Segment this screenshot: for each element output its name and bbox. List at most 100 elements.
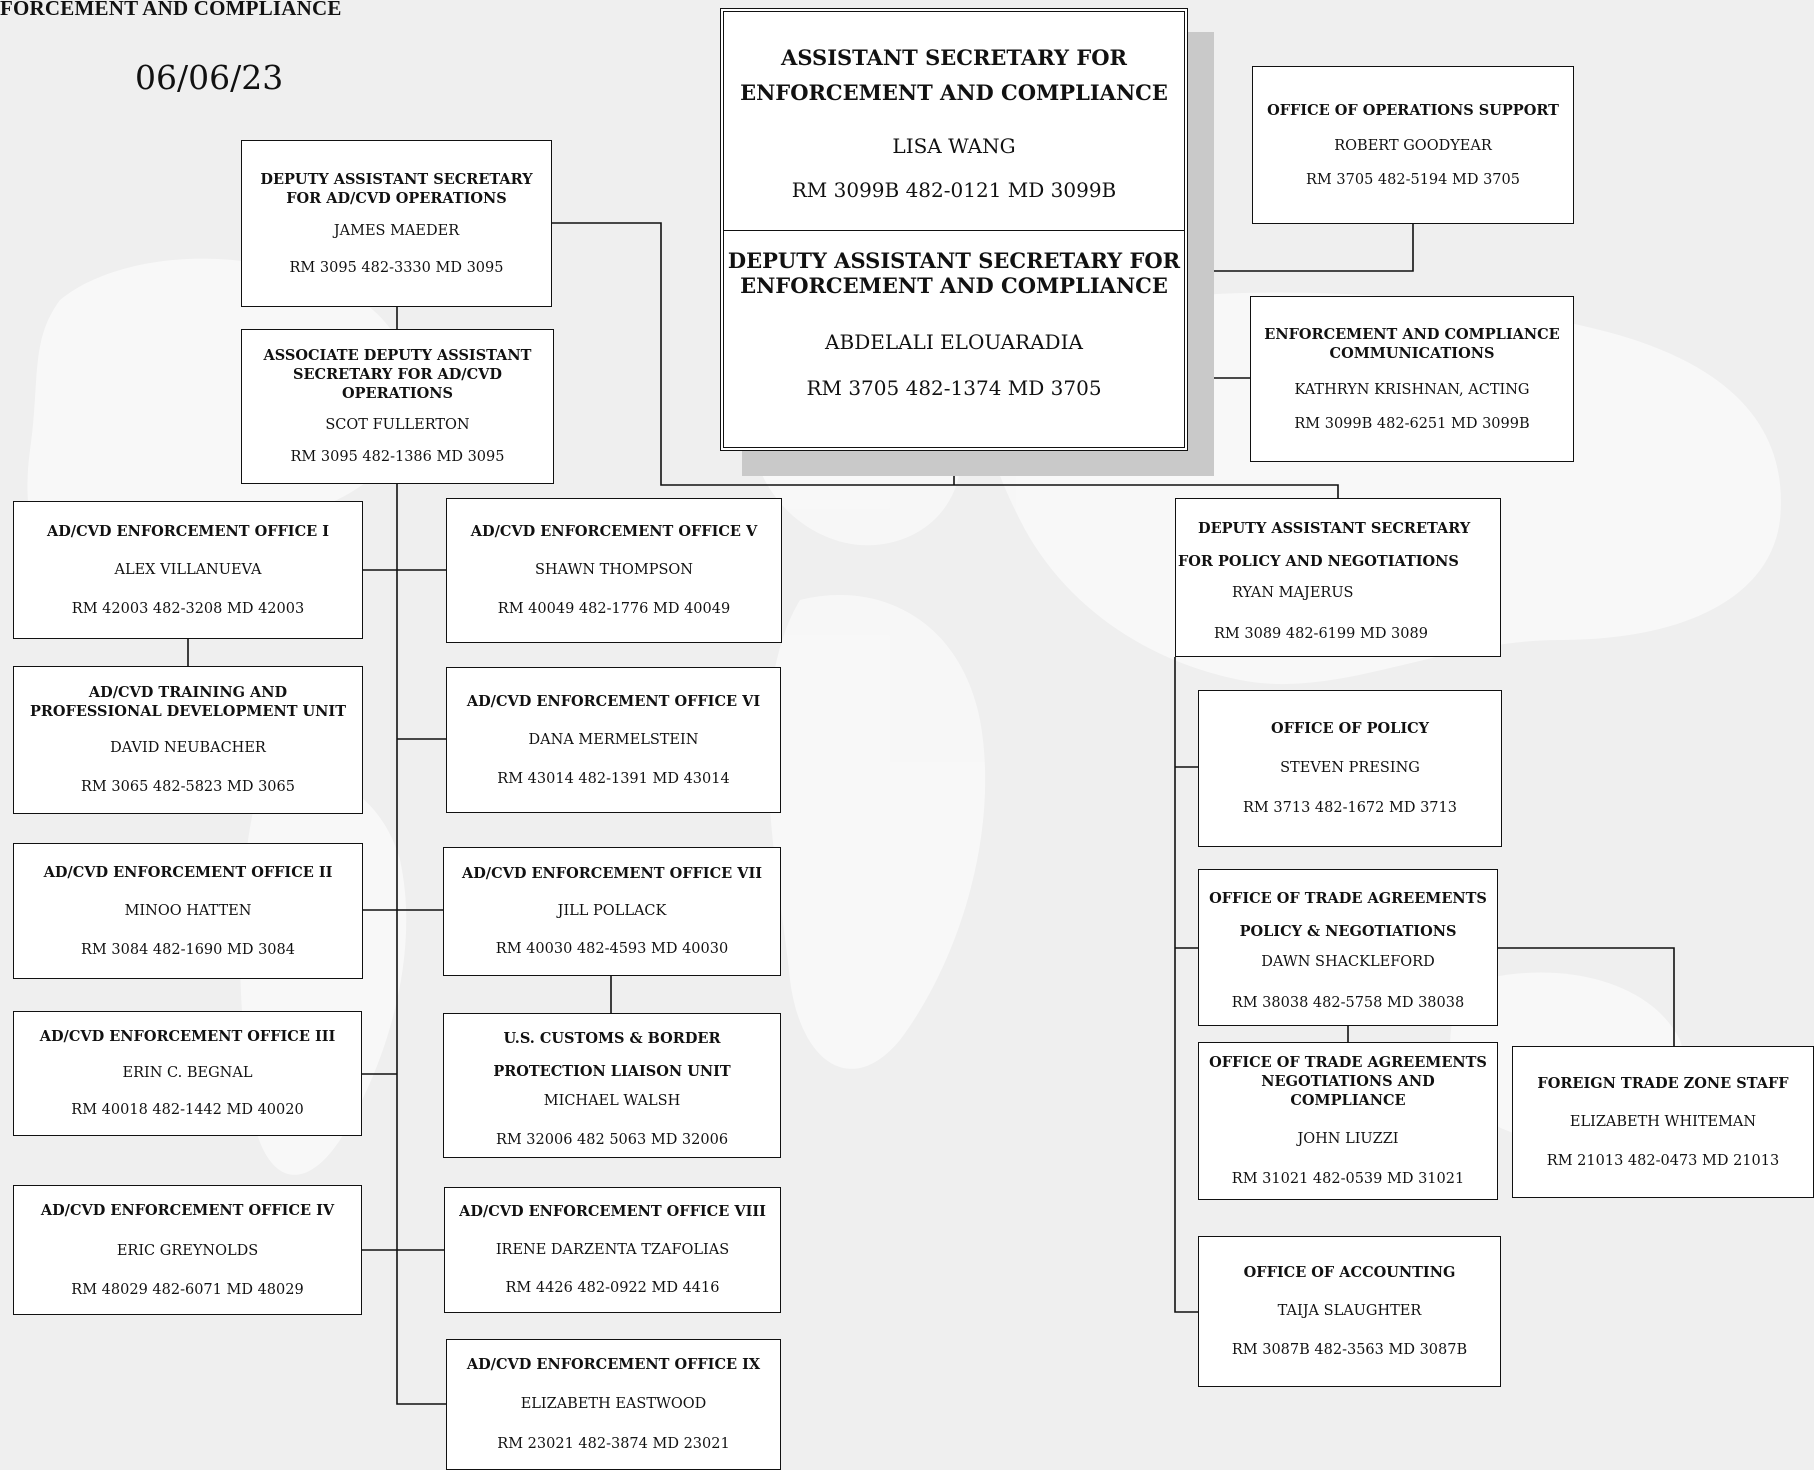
box-title: OFFICE OF POLICY bbox=[1270, 720, 1430, 737]
box-room: RM 3065 482-5823 MD 3065 bbox=[81, 779, 295, 795]
box-name: ERIC GREYNOLDS bbox=[116, 1242, 259, 1259]
box-title: OFFICE OF OPERATIONS SUPPORT bbox=[1267, 101, 1559, 119]
box-name: SCOT FULLERTON bbox=[325, 417, 470, 433]
box-name: TAIJA SLAUGHTER bbox=[1277, 1303, 1422, 1319]
associate-das-adcvd-box: ASSOCIATE DEPUTY ASSISTANT SECRETARY FOR… bbox=[241, 329, 554, 484]
foreign-trade-zone-staff-box: FOREIGN TRADE ZONE STAFF ELIZABETH WHITE… bbox=[1512, 1046, 1814, 1198]
box-room: RM 40030 482-4593 MD 40030 bbox=[495, 941, 729, 957]
box-title-line2: PROFESSIONAL DEVELOPMENT UNIT bbox=[29, 703, 347, 720]
box-room: RM 3087B 482-3563 MD 3087B bbox=[1231, 1342, 1468, 1358]
box-title-line1: AD/CVD TRAINING AND bbox=[88, 684, 288, 701]
box-room: RM 23021 482-3874 MD 23021 bbox=[497, 1436, 730, 1452]
box-name: JILL POLLACK bbox=[557, 903, 667, 919]
box-room: RM 3095 482-1386 MD 3095 bbox=[290, 449, 505, 465]
box-title-line1: DEPUTY ASSISTANT SECRETARY bbox=[1198, 519, 1471, 537]
box-name: STEVEN PRESING bbox=[1280, 760, 1420, 776]
adcvd-office-8-box: AD/CVD ENFORCEMENT OFFICE VIII IRENE DAR… bbox=[444, 1187, 781, 1313]
box-room: RM 40049 482-1776 MD 40049 bbox=[497, 601, 731, 617]
front-office-box: ASSISTANT SECRETARY FOR ENFORCEMENT AND … bbox=[720, 8, 1188, 451]
box-room: RM 32006 482 5063 MD 32006 bbox=[495, 1131, 729, 1148]
das-policy-negotiations-box: DEPUTY ASSISTANT SECRETARY FOR POLICY AN… bbox=[1175, 498, 1501, 657]
das-name: ABDELALI ELOUARADIA bbox=[825, 330, 1083, 354]
as-title-line2: ENFORCEMENT AND COMPLIANCE bbox=[740, 80, 1168, 105]
box-room: RM 42003 482-3208 MD 42003 bbox=[71, 600, 305, 617]
box-name: DAWN SHACKLEFORD bbox=[1261, 954, 1435, 970]
office-trade-agreements-negotiations-compliance-box: OFFICE OF TRADE AGREEMENTS NEGOTIATIONS … bbox=[1198, 1042, 1498, 1200]
box-title-line2: FOR AD/CVD OPERATIONS bbox=[286, 189, 507, 207]
das-adcvd-operations-box: DEPUTY ASSISTANT SECRETARY FOR AD/CVD OP… bbox=[241, 140, 552, 307]
deputy-assistant-secretary-section: DEPUTY ASSISTANT SECRETARY FOR ENFORCEME… bbox=[724, 248, 1184, 400]
box-name: JOHN LIUZZI bbox=[1297, 1131, 1399, 1147]
box-title-line2: COMMUNICATIONS bbox=[1329, 344, 1495, 362]
box-name: SHAWN THOMPSON bbox=[535, 562, 693, 578]
box-name: MINOO HATTEN bbox=[124, 902, 252, 919]
box-room: RM 3713 482-1672 MD 3713 bbox=[1243, 800, 1457, 816]
box-room: RM 40018 482-1442 MD 40020 bbox=[71, 1102, 304, 1118]
office-of-operations-support-box: OFFICE OF OPERATIONS SUPPORT ROBERT GOOD… bbox=[1252, 66, 1574, 224]
as-room: RM 3099B 482-0121 MD 3099B bbox=[791, 178, 1117, 202]
box-title: AD/CVD ENFORCEMENT OFFICE VIII bbox=[459, 1203, 766, 1220]
box-room: RM 43014 482-1391 MD 43014 bbox=[497, 770, 730, 787]
box-name: KATHRYN KRISHNAN, ACTING bbox=[1294, 381, 1530, 398]
top-box-divider bbox=[724, 230, 1184, 231]
box-room: RM 3089 482-6199 MD 3089 bbox=[1214, 625, 1428, 642]
office-trade-agreements-policy-negotiations-box: OFFICE OF TRADE AGREEMENTS POLICY & NEGO… bbox=[1198, 869, 1498, 1026]
box-name: DAVID NEUBACHER bbox=[110, 740, 266, 756]
box-title: AD/CVD ENFORCEMENT OFFICE IX bbox=[466, 1356, 761, 1373]
box-title-line2: FOR POLICY AND NEGOTIATIONS bbox=[1178, 552, 1459, 570]
box-title: OFFICE OF ACCOUNTING bbox=[1243, 1264, 1456, 1281]
adcvd-training-unit-box: AD/CVD TRAINING AND PROFESSIONAL DEVELOP… bbox=[13, 666, 363, 814]
as-title-line1: ASSISTANT SECRETARY FOR bbox=[781, 45, 1127, 70]
adcvd-office-5-box: AD/CVD ENFORCEMENT OFFICE V SHAWN THOMPS… bbox=[446, 498, 782, 643]
adcvd-office-3-box: AD/CVD ENFORCEMENT OFFICE III ERIN C. BE… bbox=[13, 1011, 362, 1136]
as-name: LISA WANG bbox=[892, 134, 1016, 158]
adcvd-office-1-box: AD/CVD ENFORCEMENT OFFICE I ALEX VILLANU… bbox=[13, 501, 363, 639]
adcvd-office-9-box: AD/CVD ENFORCEMENT OFFICE IX ELIZABETH E… bbox=[446, 1339, 781, 1470]
box-room: RM 3099B 482-6251 MD 3099B bbox=[1294, 415, 1530, 432]
box-name: JAMES MAEDER bbox=[333, 222, 460, 239]
box-title-line1: OFFICE OF TRADE AGREEMENTS bbox=[1209, 1054, 1487, 1071]
box-room: RM 31021 482-0539 MD 31021 bbox=[1231, 1171, 1465, 1187]
box-title: AD/CVD ENFORCEMENT OFFICE III bbox=[39, 1028, 336, 1045]
adcvd-office-6-box: AD/CVD ENFORCEMENT OFFICE VI DANA MERMEL… bbox=[446, 667, 781, 813]
box-title: AD/CVD ENFORCEMENT OFFICE V bbox=[470, 523, 758, 540]
box-title-line1: DEPUTY ASSISTANT SECRETARY bbox=[260, 170, 533, 188]
box-name: RYAN MAJERUS bbox=[1232, 584, 1354, 601]
adcvd-office-4-box: AD/CVD ENFORCEMENT OFFICE IV ERIC GREYNO… bbox=[13, 1185, 362, 1315]
box-title-line2: PROTECTION LIAISON UNIT bbox=[493, 1062, 731, 1080]
box-title-line2: POLICY & NEGOTIATIONS bbox=[1239, 923, 1457, 940]
box-name: IRENE DARZENTA TZAFOLIAS bbox=[495, 1242, 730, 1258]
box-title: FOREIGN TRADE ZONE STAFF bbox=[1537, 1074, 1789, 1092]
office-of-accounting-box: OFFICE OF ACCOUNTING TAIJA SLAUGHTER RM … bbox=[1198, 1236, 1501, 1387]
assistant-secretary-section: ASSISTANT SECRETARY FOR ENFORCEMENT AND … bbox=[724, 40, 1184, 202]
box-title: AD/CVD ENFORCEMENT OFFICE VI bbox=[466, 692, 761, 710]
page-heading: FORCEMENT AND COMPLIANCE bbox=[0, 0, 342, 20]
box-title-line2: SECRETARY FOR AD/CVD bbox=[293, 366, 502, 383]
das-title-line1: DEPUTY ASSISTANT SECRETARY FOR bbox=[727, 248, 1181, 273]
box-title: AD/CVD ENFORCEMENT OFFICE II bbox=[43, 863, 333, 881]
box-title-line1: OFFICE OF TRADE AGREEMENTS bbox=[1209, 890, 1487, 907]
office-of-policy-box: OFFICE OF POLICY STEVEN PRESING RM 3713 … bbox=[1198, 690, 1502, 847]
box-title: AD/CVD ENFORCEMENT OFFICE IV bbox=[40, 1201, 335, 1219]
box-room: RM 38038 482-5758 MD 38038 bbox=[1231, 995, 1465, 1011]
box-name: ROBERT GOODYEAR bbox=[1334, 137, 1492, 154]
box-room: RM 3705 482-5194 MD 3705 bbox=[1306, 171, 1520, 188]
box-room: RM 3095 482-3330 MD 3095 bbox=[289, 259, 504, 276]
box-name: ALEX VILLANUEVA bbox=[114, 561, 262, 578]
das-title-line2: ENFORCEMENT AND COMPLIANCE bbox=[740, 273, 1168, 298]
box-title: AD/CVD ENFORCEMENT OFFICE I bbox=[46, 522, 330, 540]
box-title-line3: OPERATIONS bbox=[341, 385, 454, 402]
box-title-line1: U.S. CUSTOMS & BORDER bbox=[503, 1029, 721, 1047]
chart-date: 06/06/23 bbox=[135, 58, 284, 97]
box-name: DANA MERMELSTEIN bbox=[528, 731, 699, 748]
box-name: ERIN C. BEGNAL bbox=[122, 1065, 253, 1081]
adcvd-office-2-box: AD/CVD ENFORCEMENT OFFICE II MINOO HATTE… bbox=[13, 843, 363, 979]
box-name: ELIZABETH WHITEMAN bbox=[1569, 1113, 1757, 1130]
das-room: RM 3705 482-1374 MD 3705 bbox=[806, 376, 1102, 400]
box-room: RM 48029 482-6071 MD 48029 bbox=[71, 1281, 304, 1298]
box-title: AD/CVD ENFORCEMENT OFFICE VII bbox=[461, 865, 763, 882]
ec-communications-box: ENFORCEMENT AND COMPLIANCE COMMUNICATION… bbox=[1250, 296, 1574, 462]
box-name: ELIZABETH EASTWOOD bbox=[520, 1396, 707, 1412]
box-room: RM 4426 482-0922 MD 4416 bbox=[505, 1280, 720, 1296]
